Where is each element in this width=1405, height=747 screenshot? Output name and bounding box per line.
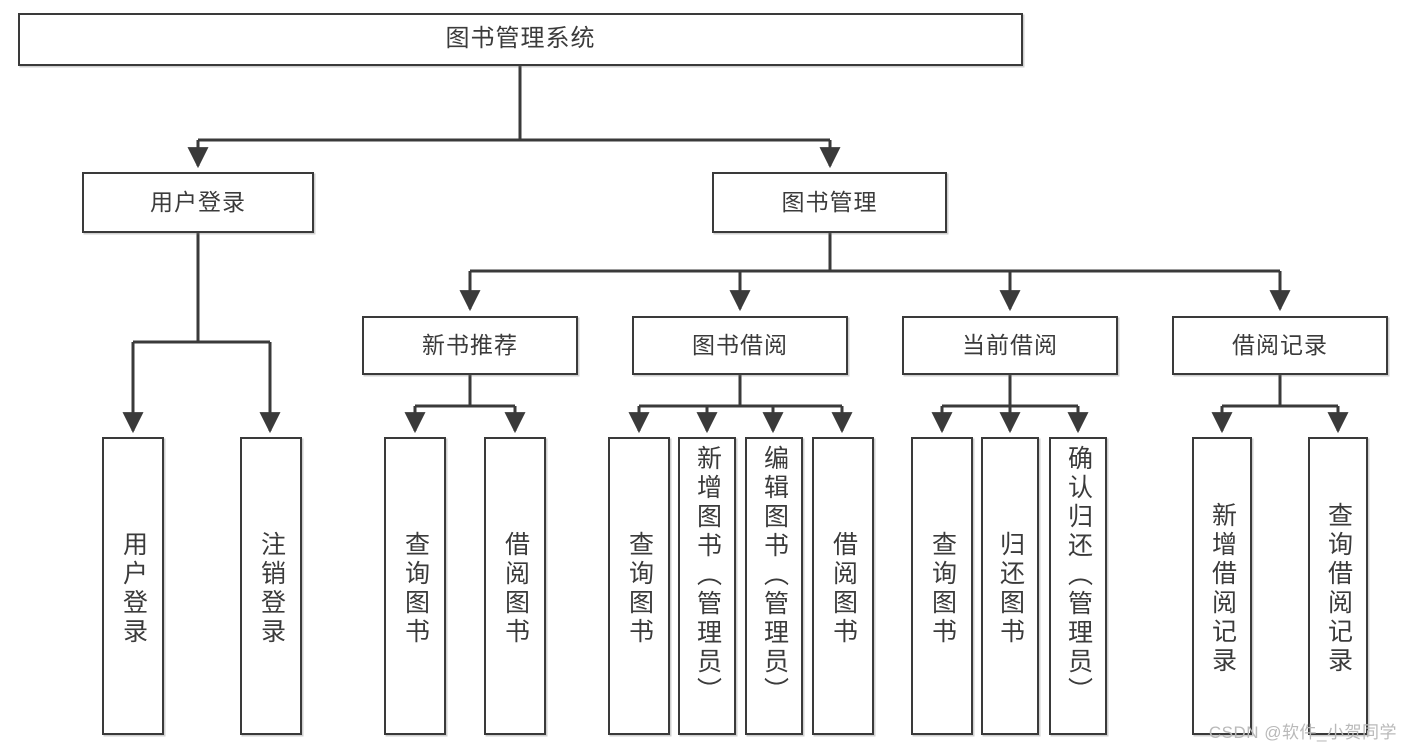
node-current-borrow[interactable]: 当前借阅 xyxy=(902,316,1118,375)
node-borrow-record[interactable]: 借阅记录 xyxy=(1172,316,1388,375)
node-new-book-recommend-label: 新书推荐 xyxy=(422,331,518,358)
node-leaf-query-book-3-label: 查询图书 xyxy=(928,531,957,647)
node-leaf-query-record-label: 查询借阅记录 xyxy=(1324,502,1353,676)
node-book-manage-label: 图书管理 xyxy=(781,188,878,215)
node-new-book-recommend[interactable]: 新书推荐 xyxy=(362,316,578,375)
node-leaf-add-record-label: 新增借阅记录 xyxy=(1208,502,1237,676)
node-leaf-user-login[interactable]: 用户登录 xyxy=(102,437,164,735)
node-book-borrow-label: 图书借阅 xyxy=(692,331,788,358)
node-root[interactable]: 图书管理系统 xyxy=(18,13,1023,66)
node-current-borrow-label: 当前借阅 xyxy=(962,331,1058,358)
node-leaf-user-logout[interactable]: 注销登录 xyxy=(240,437,302,735)
node-leaf-query-book-2[interactable]: 查询图书 xyxy=(608,437,670,735)
node-leaf-add-record[interactable]: 新增借阅记录 xyxy=(1192,437,1252,735)
node-leaf-confirm-return[interactable]: 确认归还（管理员） xyxy=(1049,437,1107,735)
node-leaf-edit-book-label: 编辑图书（管理员） xyxy=(760,445,789,706)
node-user-login[interactable]: 用户登录 xyxy=(82,172,314,233)
node-leaf-edit-book[interactable]: 编辑图书（管理员） xyxy=(745,437,803,735)
node-leaf-add-book[interactable]: 新增图书（管理员） xyxy=(678,437,736,735)
node-user-login-label: 用户登录 xyxy=(150,188,246,215)
node-leaf-add-book-label: 新增图书（管理员） xyxy=(693,445,722,706)
node-leaf-query-book-1[interactable]: 查询图书 xyxy=(384,437,446,735)
node-leaf-borrow-book-1[interactable]: 借阅图书 xyxy=(484,437,546,735)
node-leaf-confirm-return-label: 确认归还（管理员） xyxy=(1064,445,1093,706)
node-leaf-query-book-1-label: 查询图书 xyxy=(401,531,430,647)
node-leaf-borrow-book-2[interactable]: 借阅图书 xyxy=(812,437,874,735)
node-root-label: 图书管理系统 xyxy=(445,25,596,53)
node-leaf-return-book[interactable]: 归还图书 xyxy=(981,437,1039,735)
node-book-borrow[interactable]: 图书借阅 xyxy=(632,316,848,375)
node-leaf-borrow-book-2-label: 借阅图书 xyxy=(829,531,858,647)
node-leaf-return-book-label: 归还图书 xyxy=(996,531,1025,647)
watermark-text: CSDN @软件_小贺同学 xyxy=(1208,723,1397,742)
node-leaf-query-book-2-label: 查询图书 xyxy=(625,531,654,647)
node-leaf-borrow-book-1-label: 借阅图书 xyxy=(501,531,530,647)
node-leaf-user-login-label: 用户登录 xyxy=(119,531,148,647)
node-book-manage[interactable]: 图书管理 xyxy=(712,172,947,233)
node-borrow-record-label: 借阅记录 xyxy=(1232,331,1328,358)
node-leaf-user-logout-label: 注销登录 xyxy=(257,531,286,647)
node-leaf-query-book-3[interactable]: 查询图书 xyxy=(911,437,973,735)
node-leaf-query-record[interactable]: 查询借阅记录 xyxy=(1308,437,1368,735)
